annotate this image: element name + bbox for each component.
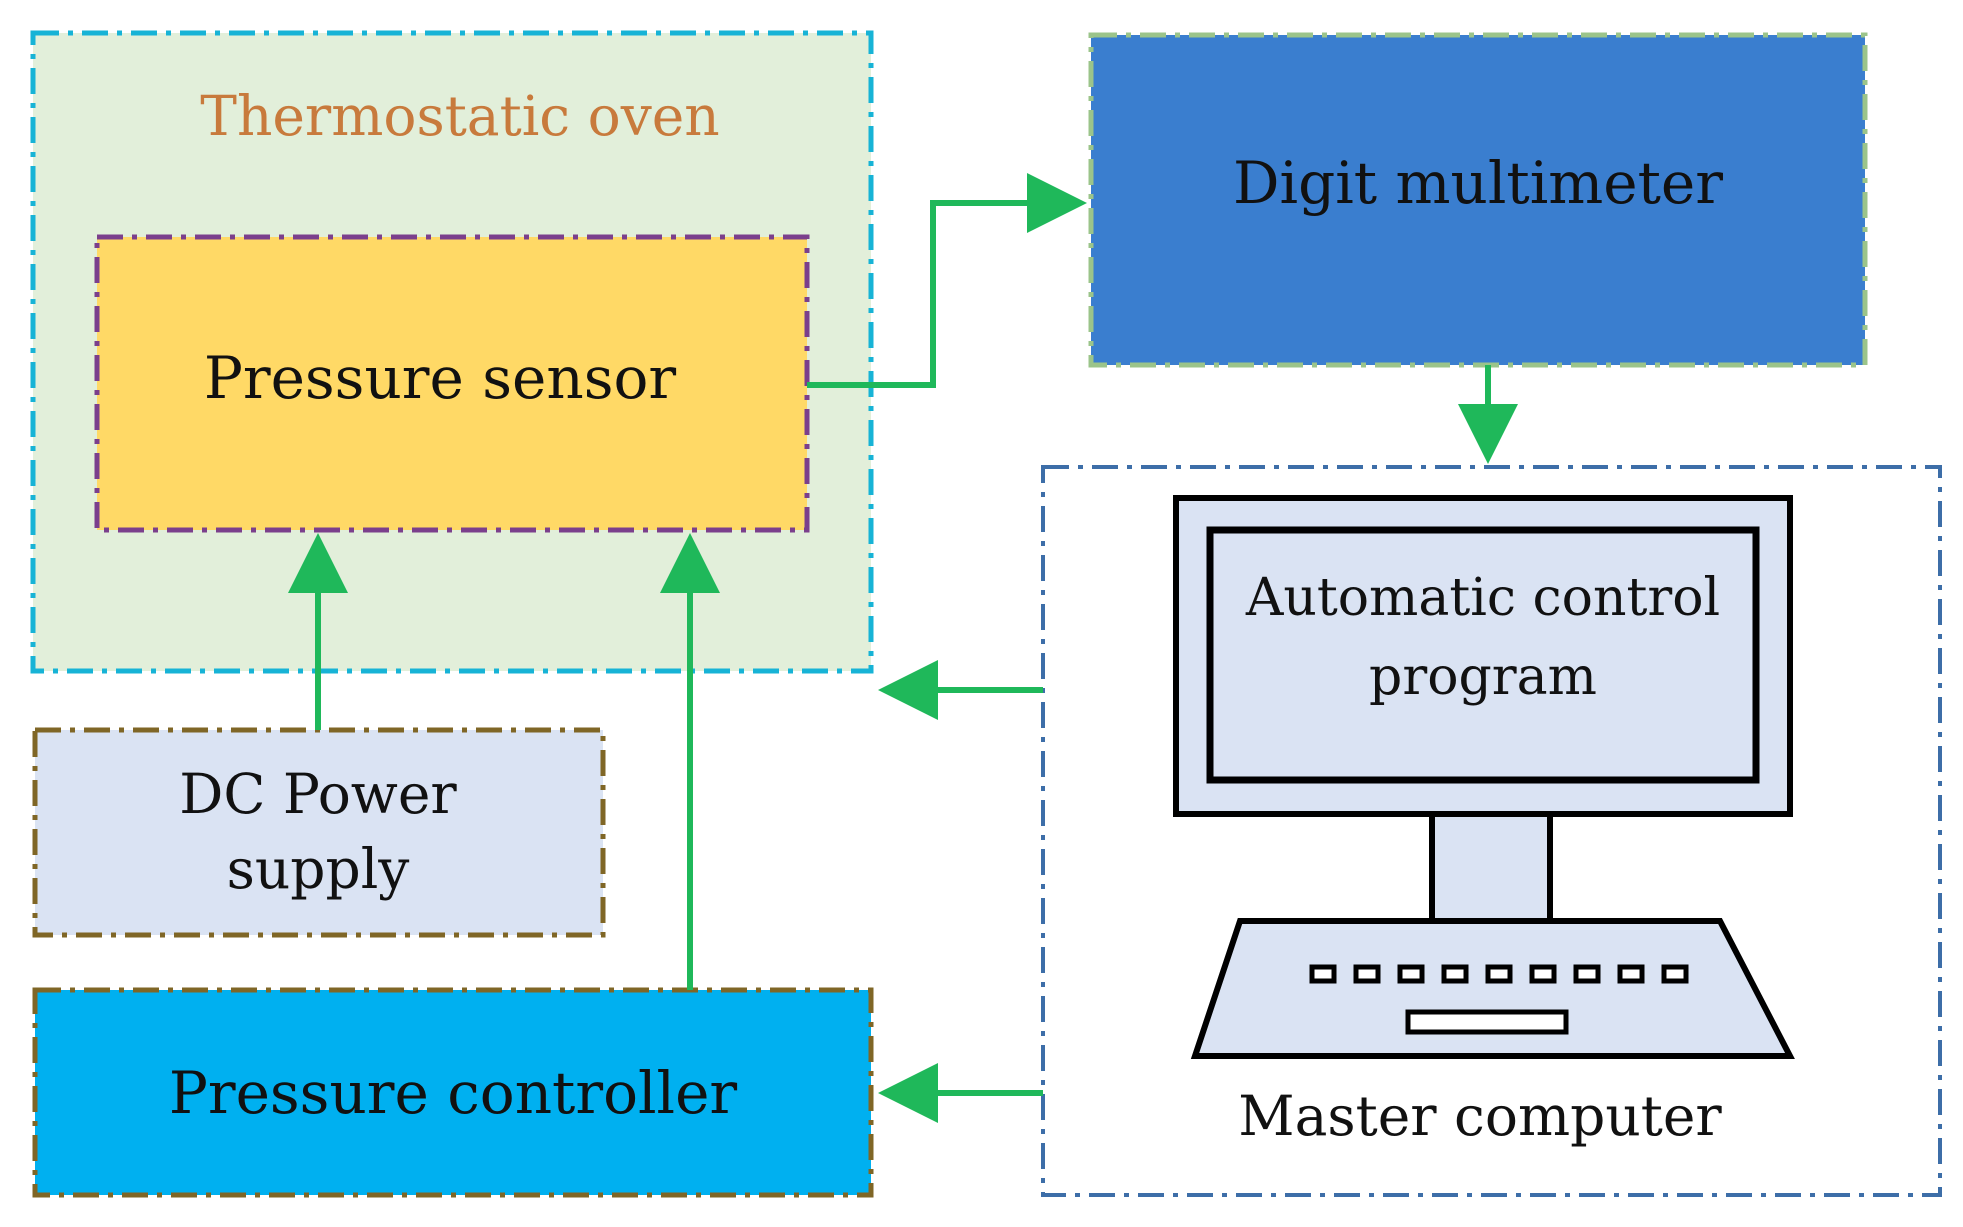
keyboard-key	[1309, 964, 1337, 984]
master-computer-block: Automatic control program Master compute…	[1041, 465, 1942, 1197]
pressure-sensor-label: Pressure sensor	[204, 344, 677, 412]
digit-multimeter-block: Digit multimeter	[1088, 32, 1868, 368]
keyboard-key	[1529, 964, 1557, 984]
keyboard-key	[1397, 964, 1425, 984]
dc-power-label-line2: supply	[227, 837, 410, 901]
keyboard-key	[1441, 964, 1469, 984]
pressure-controller-label: Pressure controller	[169, 1059, 738, 1127]
thermostatic-oven-label: Thermostatic oven	[200, 84, 719, 148]
dc-power-supply-block: DC Power supply	[32, 727, 606, 938]
digit-multimeter-label: Digit multimeter	[1233, 149, 1723, 217]
pressure-controller-block: Pressure controller	[32, 987, 874, 1198]
keyboard-key	[1617, 964, 1645, 984]
keyboard-key	[1661, 964, 1689, 984]
arrow-sensor-to-multimeter	[807, 173, 1087, 388]
keyboard-spacebar	[1405, 1009, 1569, 1035]
keyboard-keys	[1309, 964, 1689, 984]
master-computer-label: Master computer	[1238, 1084, 1722, 1148]
pressure-sensor-block: Pressure sensor	[94, 234, 810, 533]
keyboard-key	[1573, 964, 1601, 984]
keyboard-icon	[1190, 918, 1795, 1059]
keyboard-key	[1353, 964, 1381, 984]
screen-text-line1: Automatic control	[1245, 568, 1720, 628]
monitor-stand	[1429, 811, 1553, 924]
connection-arrows	[288, 173, 1518, 1123]
keyboard-key	[1485, 964, 1513, 984]
dc-power-label-line1: DC Power	[179, 762, 457, 826]
computer-monitor-icon: Automatic control program	[1173, 495, 1793, 924]
screen-text-line2: program	[1369, 647, 1597, 707]
